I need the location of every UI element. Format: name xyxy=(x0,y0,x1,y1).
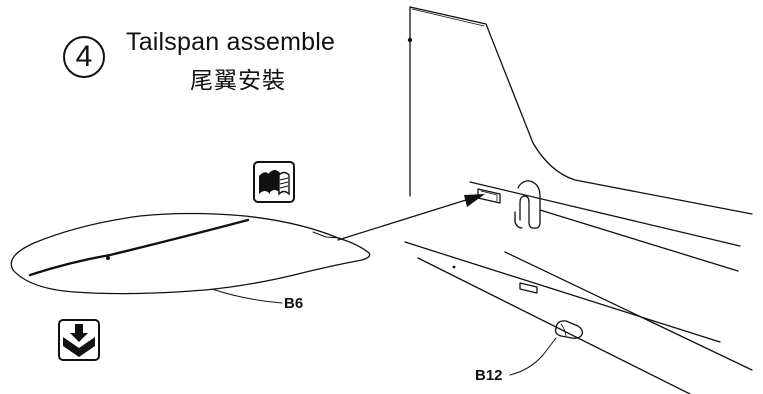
b12-leader xyxy=(509,337,557,376)
fuselage-slot xyxy=(477,188,538,294)
fuselage xyxy=(404,181,753,394)
insert-arrow xyxy=(337,194,485,241)
b12-mount xyxy=(554,320,584,339)
vertical-fin xyxy=(407,6,753,215)
step-title-chinese: 尾翼安裝 xyxy=(190,68,286,94)
glue-badge xyxy=(253,161,295,203)
label-b6: B6 xyxy=(284,295,304,312)
step-title-english: Tailspan assemble xyxy=(126,28,336,56)
tailplane xyxy=(10,212,371,295)
b6-leader xyxy=(211,288,283,304)
press-badge xyxy=(58,319,100,361)
glue-icon xyxy=(259,170,290,196)
label-b12: B12 xyxy=(475,367,503,384)
step-number: 4 xyxy=(63,36,105,78)
tail-hook xyxy=(514,180,541,229)
press-down-icon xyxy=(63,324,95,357)
